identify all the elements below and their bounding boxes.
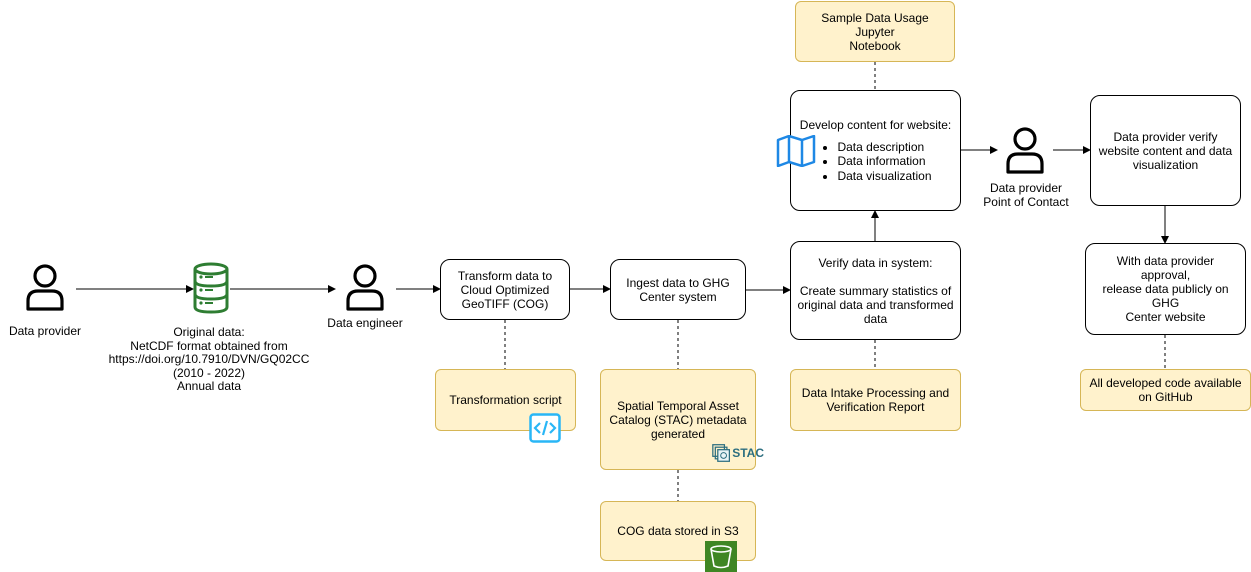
list-item: Data description — [837, 140, 931, 155]
database-icon — [193, 262, 229, 314]
s3-bucket-icon — [705, 541, 737, 572]
jupyter-notebook-note: Sample Data Usage Jupyter Notebook — [795, 1, 955, 62]
original-data-line-4: (2010 - 2022) — [172, 365, 246, 380]
develop-title: Develop content for website: — [799, 117, 952, 132]
original-data-line-3: https://doi.org/10.7910/DVN/GQ02CC — [108, 352, 310, 366]
verify-body: Create summary statistics of original da… — [797, 283, 954, 326]
release-box: With data provider approval, release dat… — [1085, 243, 1246, 335]
poc-label: Data provider Point of Contact — [983, 181, 1069, 209]
data-engineer-label: Data engineer — [327, 316, 403, 330]
list-item: Data information — [837, 154, 931, 169]
list-item: Data visualization — [837, 169, 931, 184]
person-icon — [1006, 127, 1044, 174]
verify-data-box: Verify data in system: Create summary st… — [790, 241, 961, 340]
map-icon — [776, 135, 816, 167]
develop-content-box: Develop content for website: Data descri… — [790, 90, 961, 211]
data-provider-label: Data provider — [8, 324, 82, 338]
original-data-line-1: Original data: — [173, 325, 245, 339]
provider-verify-box: Data provider verify website content and… — [1090, 95, 1241, 206]
transformation-script-note: Transformation script — [435, 369, 576, 431]
person-icon — [26, 264, 64, 311]
original-data-line-5: Annual data — [176, 379, 242, 393]
code-file-icon — [529, 413, 561, 443]
github-note: All developed code available on GitHub — [1080, 369, 1251, 411]
transform-cog-box: Transform data to Cloud Optimized GeoTIF… — [440, 259, 570, 320]
intake-report-note: Data Intake Processing and Verification … — [790, 369, 961, 431]
original-data-label: Original data: NetCDF format obtained fr… — [100, 325, 318, 394]
person-icon — [346, 264, 384, 311]
ingest-ghg-box: Ingest data to GHG Center system — [610, 259, 746, 320]
original-data-line-2: NetCDF format obtained from — [130, 338, 288, 353]
verify-title: Verify data in system: — [818, 255, 933, 270]
stac-logo-text: STAC — [732, 446, 764, 460]
stac-logo-icon: STAC — [712, 441, 764, 465]
develop-list: Data description Data information Data v… — [819, 140, 931, 184]
stac-logo-mark — [712, 444, 731, 462]
